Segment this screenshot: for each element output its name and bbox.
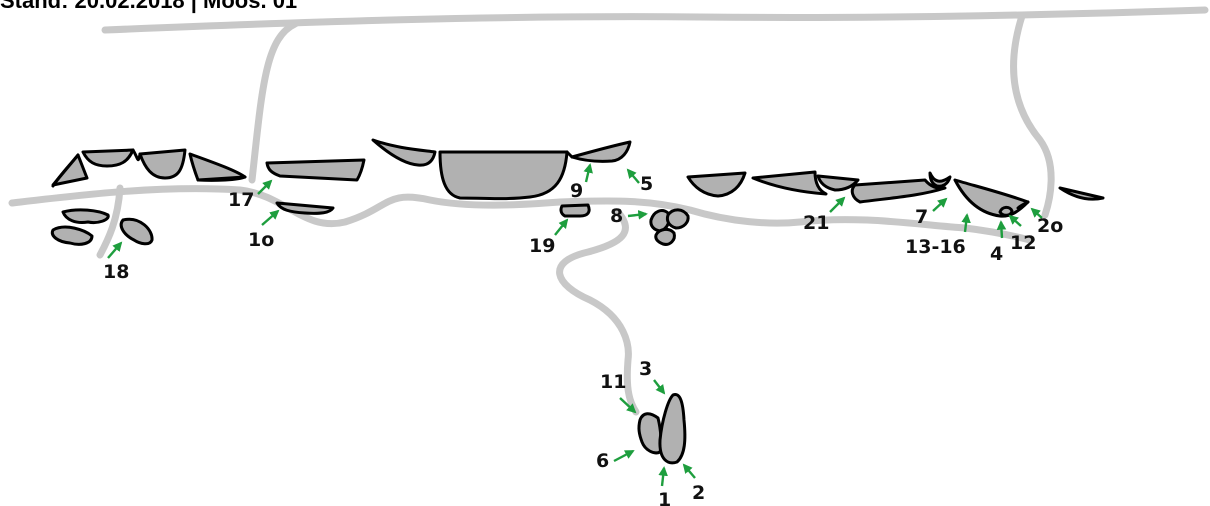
boulder-left-4	[188, 152, 247, 182]
label-2: 2	[692, 482, 705, 504]
left-connector-trail	[248, 20, 299, 184]
boulder-6	[637, 412, 663, 455]
arrow-8	[627, 210, 648, 220]
access-paths	[8, 6, 1209, 416]
arrow-20	[1030, 207, 1043, 219]
boulder-left-of-main	[371, 138, 437, 167]
right-connector-trail	[1010, 12, 1055, 219]
boulder-21	[850, 178, 947, 204]
label-11: 11	[600, 371, 626, 393]
label-5: 5	[640, 173, 653, 195]
boulder-19	[559, 203, 591, 218]
boulders	[50, 138, 1105, 465]
label-1: 1	[658, 489, 671, 506]
label-20: 2o	[1037, 215, 1063, 237]
boulder-20	[1058, 186, 1105, 201]
arrow-4	[996, 220, 1007, 239]
problem-labels: 1 2 3 4 5 6 7 8 9 1o 11 12 13-16 17 18 1…	[103, 173, 1063, 506]
boulder-10	[275, 201, 335, 215]
boulder-left-5	[61, 208, 110, 224]
label-12: 12	[1010, 232, 1036, 254]
arrow-17	[257, 179, 273, 195]
boulder-right-1	[686, 171, 747, 198]
label-17: 17	[228, 189, 254, 211]
boulder-13-16	[953, 178, 1030, 218]
label-21: 21	[803, 212, 829, 234]
edge	[1016, 200, 1030, 210]
label-6: 6	[596, 450, 609, 472]
arrow-2	[682, 463, 696, 479]
boulder-1-3	[658, 393, 687, 465]
label-9: 9	[570, 180, 583, 202]
arrow-12	[1008, 214, 1022, 227]
boulder-main	[438, 150, 569, 201]
rock-edges	[51, 148, 1030, 210]
boulder-7	[928, 171, 952, 188]
label-10: 1o	[248, 229, 274, 251]
south-trail	[556, 208, 640, 416]
boulder-8b	[665, 208, 690, 230]
label-19: 19	[529, 235, 555, 257]
boulder-right-2	[751, 170, 828, 196]
boulder-left-3	[138, 148, 187, 180]
boulder-right-3	[816, 174, 860, 192]
arrow-3	[653, 379, 666, 395]
edge	[131, 148, 142, 162]
boulder-17	[265, 158, 366, 182]
arrow-21	[829, 196, 846, 213]
edge	[565, 150, 574, 159]
arrow-9	[583, 163, 593, 183]
arrow-18	[107, 241, 123, 259]
map-header: Stand: 20.02.2018 | Moos. 01	[0, 0, 298, 13]
arrow-7	[932, 197, 948, 212]
arrow-10	[261, 209, 280, 226]
arrow-13-16	[961, 213, 971, 233]
arrow-11	[619, 397, 637, 414]
boulder-left-7	[119, 217, 154, 246]
boulder-12	[998, 205, 1014, 217]
label-4: 4	[990, 243, 1003, 265]
arrow-5	[626, 168, 640, 184]
label-18: 18	[103, 261, 129, 283]
edge	[196, 175, 247, 182]
arrow-19	[554, 218, 569, 236]
arrow-6	[613, 449, 635, 463]
label-8: 8	[610, 205, 623, 227]
label-3: 3	[639, 358, 652, 380]
left-spur-trail	[96, 184, 124, 259]
arrow-1	[658, 466, 668, 487]
label-7: 7	[915, 206, 928, 228]
boulder-8c	[654, 227, 676, 246]
top-trail	[101, 6, 1209, 34]
boulder-5	[570, 140, 632, 163]
label-13-16: 13-16	[905, 236, 966, 258]
main-trail	[8, 185, 1034, 244]
boulder-left-2	[81, 148, 135, 168]
edge	[51, 153, 80, 188]
problem-arrows	[107, 163, 1043, 487]
boulder-left-6	[50, 225, 94, 246]
